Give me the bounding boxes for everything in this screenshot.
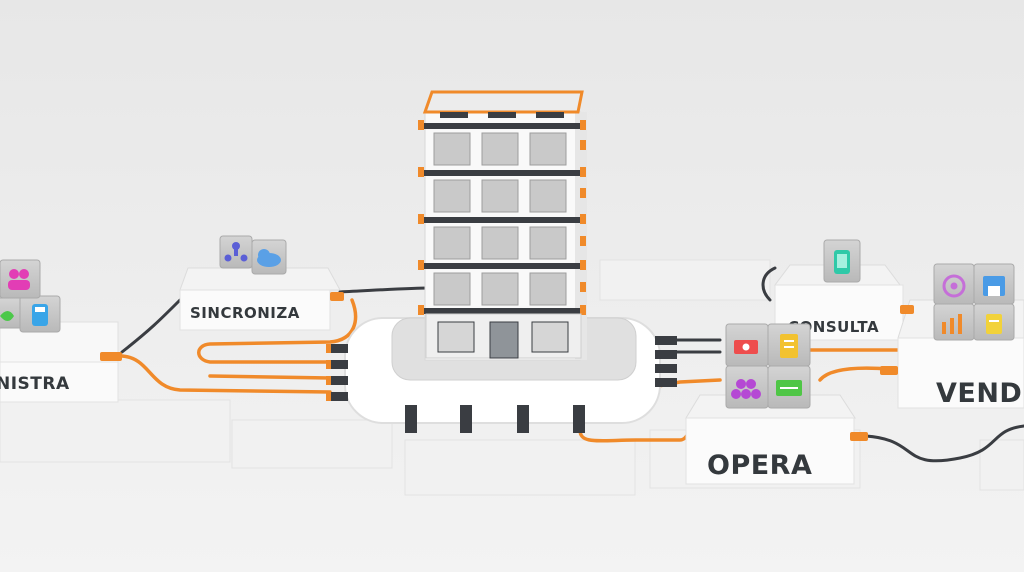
mobile-icon [834, 250, 850, 274]
leaf-icon [0, 311, 14, 321]
cable-connectors [100, 292, 914, 441]
administra-module[interactable]: NISTRA [0, 259, 119, 403]
consulta-module[interactable]: CONSULTA [774, 239, 904, 341]
sincroniza-module[interactable]: SINCRONIZA [179, 235, 341, 331]
sincroniza-label: SINCRONIZA [190, 304, 300, 322]
calculator-icon [32, 304, 48, 326]
storefront-icon [983, 276, 1005, 296]
opera-label: OPERA [707, 450, 812, 481]
card-transfer-icon [776, 380, 802, 396]
vende-module[interactable]: VEND [897, 263, 1024, 409]
receipt-icon [986, 314, 1002, 334]
dark-cables [120, 266, 1024, 463]
consulta-label: CONSULTA [788, 318, 879, 336]
cash-icon [734, 340, 758, 354]
target-icon [942, 274, 966, 298]
opera-module[interactable]: OPERA [685, 323, 856, 485]
administra-label: NISTRA [0, 374, 70, 394]
cloud-sync-icon [257, 249, 281, 267]
network-icon [224, 242, 248, 262]
growth-bars-icon [942, 314, 962, 334]
hotel-building [418, 90, 587, 361]
cubes-icon [731, 379, 761, 399]
vende-label: VEND [936, 378, 1022, 409]
clipboard-icon [780, 334, 798, 358]
people-icon [8, 269, 30, 290]
